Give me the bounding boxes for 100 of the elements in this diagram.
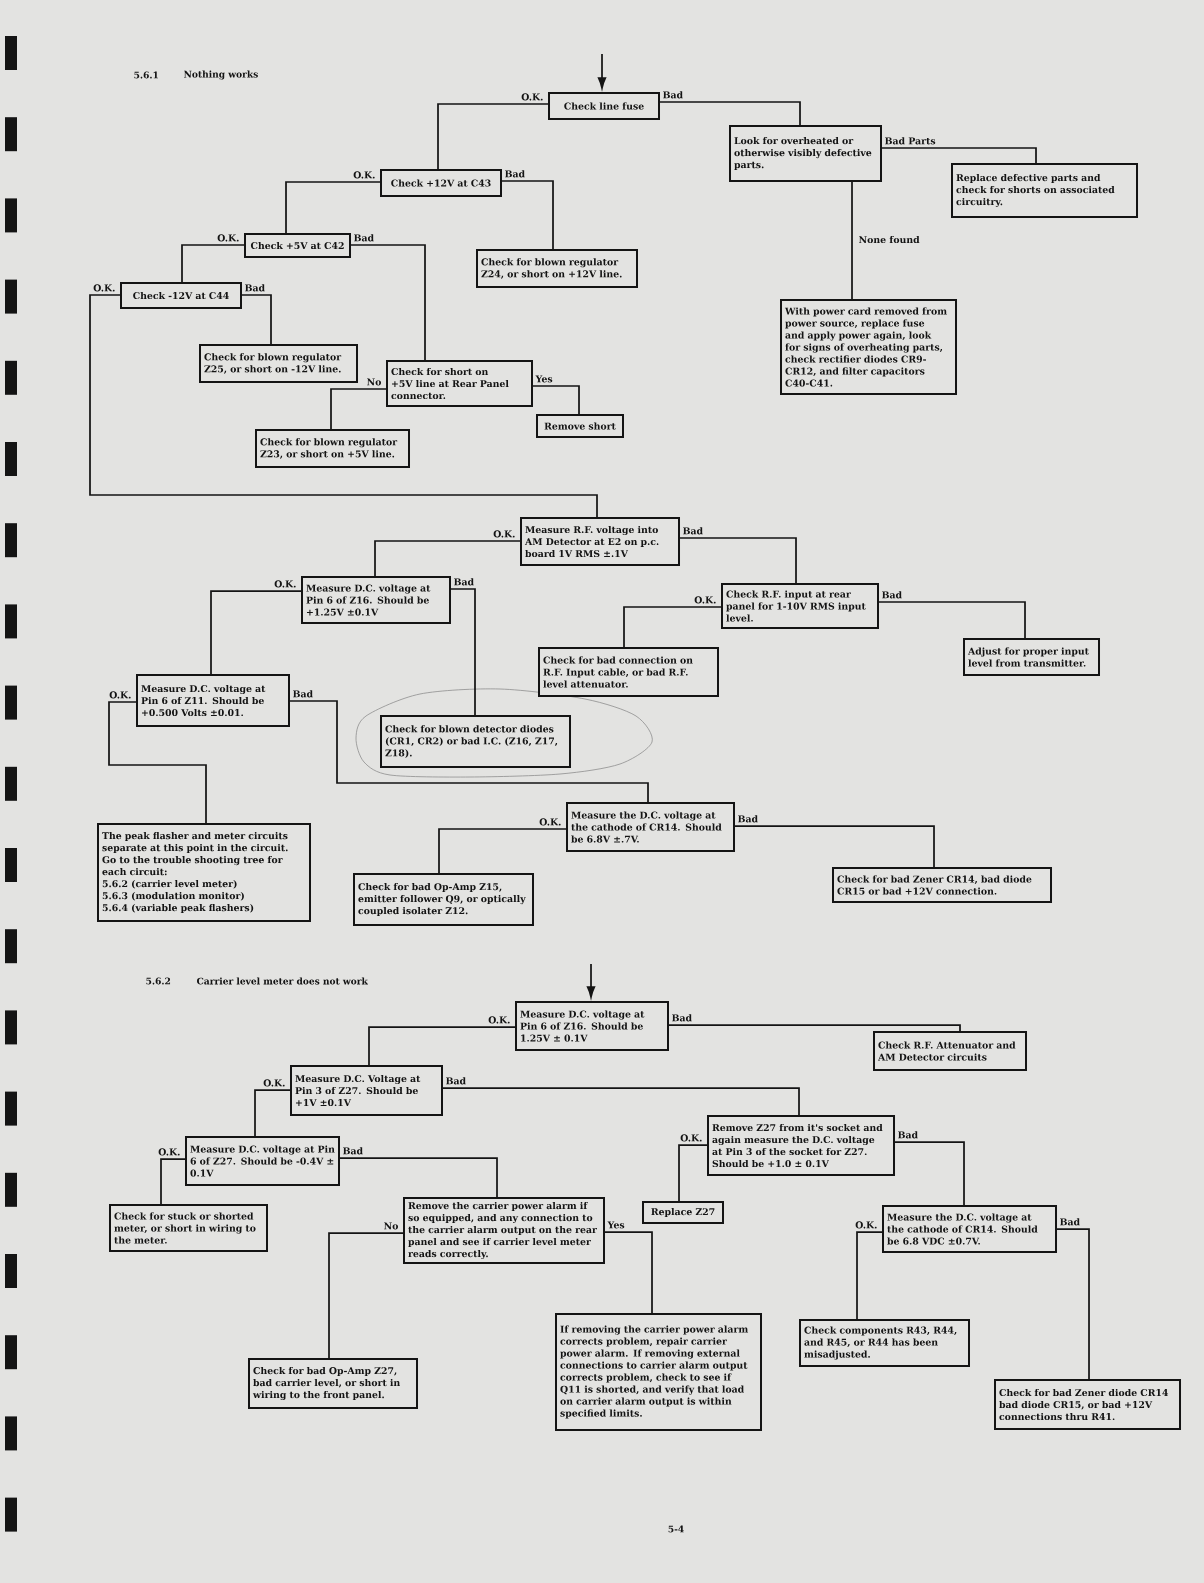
- edge-label: O.K.: [215, 233, 241, 243]
- connector-line: [89, 294, 598, 518]
- connector-line: [254, 1089, 291, 1137]
- connector-line: [210, 590, 302, 675]
- edge-label: Bad: [341, 1145, 365, 1156]
- connector-line: [181, 244, 245, 283]
- connector-line: [350, 244, 426, 361]
- edge-label: Bad: [896, 1129, 920, 1140]
- connector-line: [374, 540, 521, 577]
- connector-line: [679, 537, 797, 584]
- arrow: [586, 963, 596, 998]
- edge-label: O.K.: [272, 579, 298, 589]
- connector-line: [328, 1232, 404, 1359]
- edge-label: No: [365, 377, 383, 387]
- edge-label: Bad: [1058, 1216, 1082, 1227]
- edge-label: None found: [857, 234, 921, 245]
- process-box: Check for blown regulator Z24, or short on +12V line.: [476, 249, 638, 288]
- edge-label: O.K.: [156, 1147, 182, 1157]
- edge-label: O.K.: [91, 283, 117, 293]
- process-box: Check for short on +5V line at Rear Panel connector.: [386, 360, 533, 407]
- process-box: Remove the carrier power alarm if so equipped, and any connection to the carrier alarm output on the rear panel and see if carrier level meter reads correctly.: [403, 1197, 605, 1264]
- connector-line: [442, 1087, 800, 1116]
- connector-line: [108, 701, 207, 824]
- process-box: Measure R.F. voltage into AM Detector at E2 on p.c. board 1V RMS ±.1V: [520, 517, 680, 566]
- edge-label: Bad: [243, 282, 267, 293]
- connector-line: [881, 147, 1037, 164]
- connector-line: [668, 1024, 961, 1032]
- edge-label: Yes: [534, 374, 554, 384]
- process-box: Check for bad Zener diode CR14 bad diode CR15, or bad +12V connections thru R41.: [994, 1379, 1181, 1430]
- process-box: Check line fuse: [548, 92, 660, 120]
- connector-line: [438, 828, 567, 874]
- process-box: Check for bad Op-Amp Z15, emitter follower Q9, or optically coupled isolater Z12.: [353, 873, 534, 926]
- edge-label: O.K.: [486, 1015, 512, 1025]
- edge-label: O.K.: [261, 1078, 287, 1088]
- process-box: Measure D.C. Voltage at Pin 3 of Z27. Should be +1V ±0.1V: [290, 1065, 443, 1116]
- edge-label: O.K.: [853, 1220, 879, 1230]
- connector-line: [450, 588, 476, 716]
- connector-line: [604, 1231, 653, 1314]
- edge-label: O.K.: [692, 595, 718, 605]
- process-box: Measure the D.C. voltage at the cathode of CR14. Should be 6.8V ±.7V.: [566, 802, 735, 852]
- connector-line: [437, 103, 549, 170]
- connector-line: [878, 601, 1026, 639]
- connector-line: [851, 181, 853, 300]
- connector-line: [160, 1158, 186, 1205]
- connector-line: [339, 1157, 498, 1198]
- process-box: Remove Z27 from it's socket and again measure the D.C. voltage at Pin 3 of the socket for Z27. Should be +1.0 ± 0.1V: [707, 1115, 895, 1176]
- process-box: Check +12V at C43: [380, 169, 502, 197]
- edge-label: Bad: [503, 168, 527, 179]
- connector-line: [289, 700, 649, 803]
- edge-label: O.K.: [107, 690, 133, 700]
- section-heading: Nothing works: [184, 70, 258, 80]
- connector-line: [659, 101, 801, 126]
- process-box: Measure D.C. voltage at Pin 6 of Z11. Should be +0.500 Volts ±0.01.: [136, 674, 290, 727]
- edge-label: Bad: [444, 1075, 468, 1086]
- process-box: Check for blown regulator Z23, or short on +5V line.: [255, 429, 410, 468]
- connector-line: [734, 825, 935, 868]
- edge-label: O.K.: [491, 529, 517, 539]
- page-number: 5-4: [668, 1525, 684, 1533]
- process-box: Check -12V at C44: [120, 282, 242, 309]
- connector-line: [285, 181, 381, 234]
- process-box: Check components R43, R44, and R45, or R44 has been misadjusted.: [799, 1319, 970, 1367]
- process-box: The peak flasher and meter circuits separate at this point in the circuit. Go to the trouble shooting tree for each circuit: 5.6.2 (carrier level meter) 5.6.3 (modulation monitor) 5.6.4 (variable peak flashers): [97, 823, 311, 922]
- edge-label: O.K.: [519, 92, 545, 102]
- edge-label: Bad: [352, 232, 376, 243]
- process-box: Check for bad connection on R.F. Input cable, or bad R.F. level attenuator.: [538, 647, 719, 697]
- process-box: Check for bad Op-Amp Z27, bad carrier level, or short in wiring to the front panel.: [248, 1358, 418, 1409]
- edge-label: O.K.: [678, 1133, 704, 1143]
- section-heading: Carrier level meter does not work: [197, 977, 368, 985]
- process-box: Adjust for proper input level from transmitter.: [963, 638, 1100, 676]
- edge-label: Yes: [606, 1220, 626, 1230]
- process-box: Check for stuck or shorted meter, or short in wiring to the meter.: [109, 1204, 268, 1252]
- process-box: Replace defective parts and check for shorts on associated circuitry.: [951, 163, 1138, 218]
- connector-line: [623, 606, 722, 648]
- edge-label: Bad: [880, 589, 904, 600]
- process-box: Measure D.C. voltage at Pin 6 of Z16. Should be +1.25V ±0.1V: [301, 576, 451, 624]
- process-box: Check R.F. input at rear panel for 1-10V RMS input level.: [721, 583, 879, 629]
- edge-label: Bad: [736, 813, 760, 824]
- edge-label: Bad: [670, 1012, 694, 1023]
- edge-label: Bad: [452, 576, 476, 587]
- edge-label: No: [382, 1221, 400, 1231]
- process-box: Check +5V at C42: [244, 233, 351, 258]
- connector-line: [368, 1026, 516, 1066]
- process-box: With power card removed from power source, replace fuse and apply power again, look for signs of overheating parts, check rectifier diodes CR9-CR12, and filter capacitors C40-C41.: [780, 299, 957, 395]
- connector-line: [532, 385, 580, 415]
- connector-line: [678, 1144, 708, 1202]
- process-box: Replace Z27: [642, 1201, 724, 1224]
- connector-line: [1056, 1228, 1090, 1380]
- edge-label: Bad: [291, 688, 315, 699]
- section-number: 5.6.1: [134, 71, 158, 79]
- connector-line: [856, 1231, 883, 1320]
- connector-line: [894, 1141, 965, 1206]
- arrow: [597, 53, 607, 89]
- connector-line: [241, 294, 272, 345]
- process-box: If removing the carrier power alarm corrects problem, repair carrier power alarm. If removing external connections to carrier alarm output corrects problem, check to see if Q11 is shorted, and verify that load on carrier alarm output is within specified limits.: [555, 1313, 762, 1431]
- process-box: Look for overheated or otherwise visibly defective parts.: [729, 125, 882, 182]
- section-number: 5.6.2: [146, 977, 171, 985]
- process-box: Measure D.C. voltage at Pin 6 of Z27. Should be -0.4V ± 0.1V: [185, 1136, 340, 1186]
- edge-label: O.K.: [537, 817, 563, 827]
- edge-label: O.K.: [351, 170, 377, 180]
- process-box: Check for bad Zener CR14, bad diode CR15 or bad +12V connection.: [832, 867, 1052, 903]
